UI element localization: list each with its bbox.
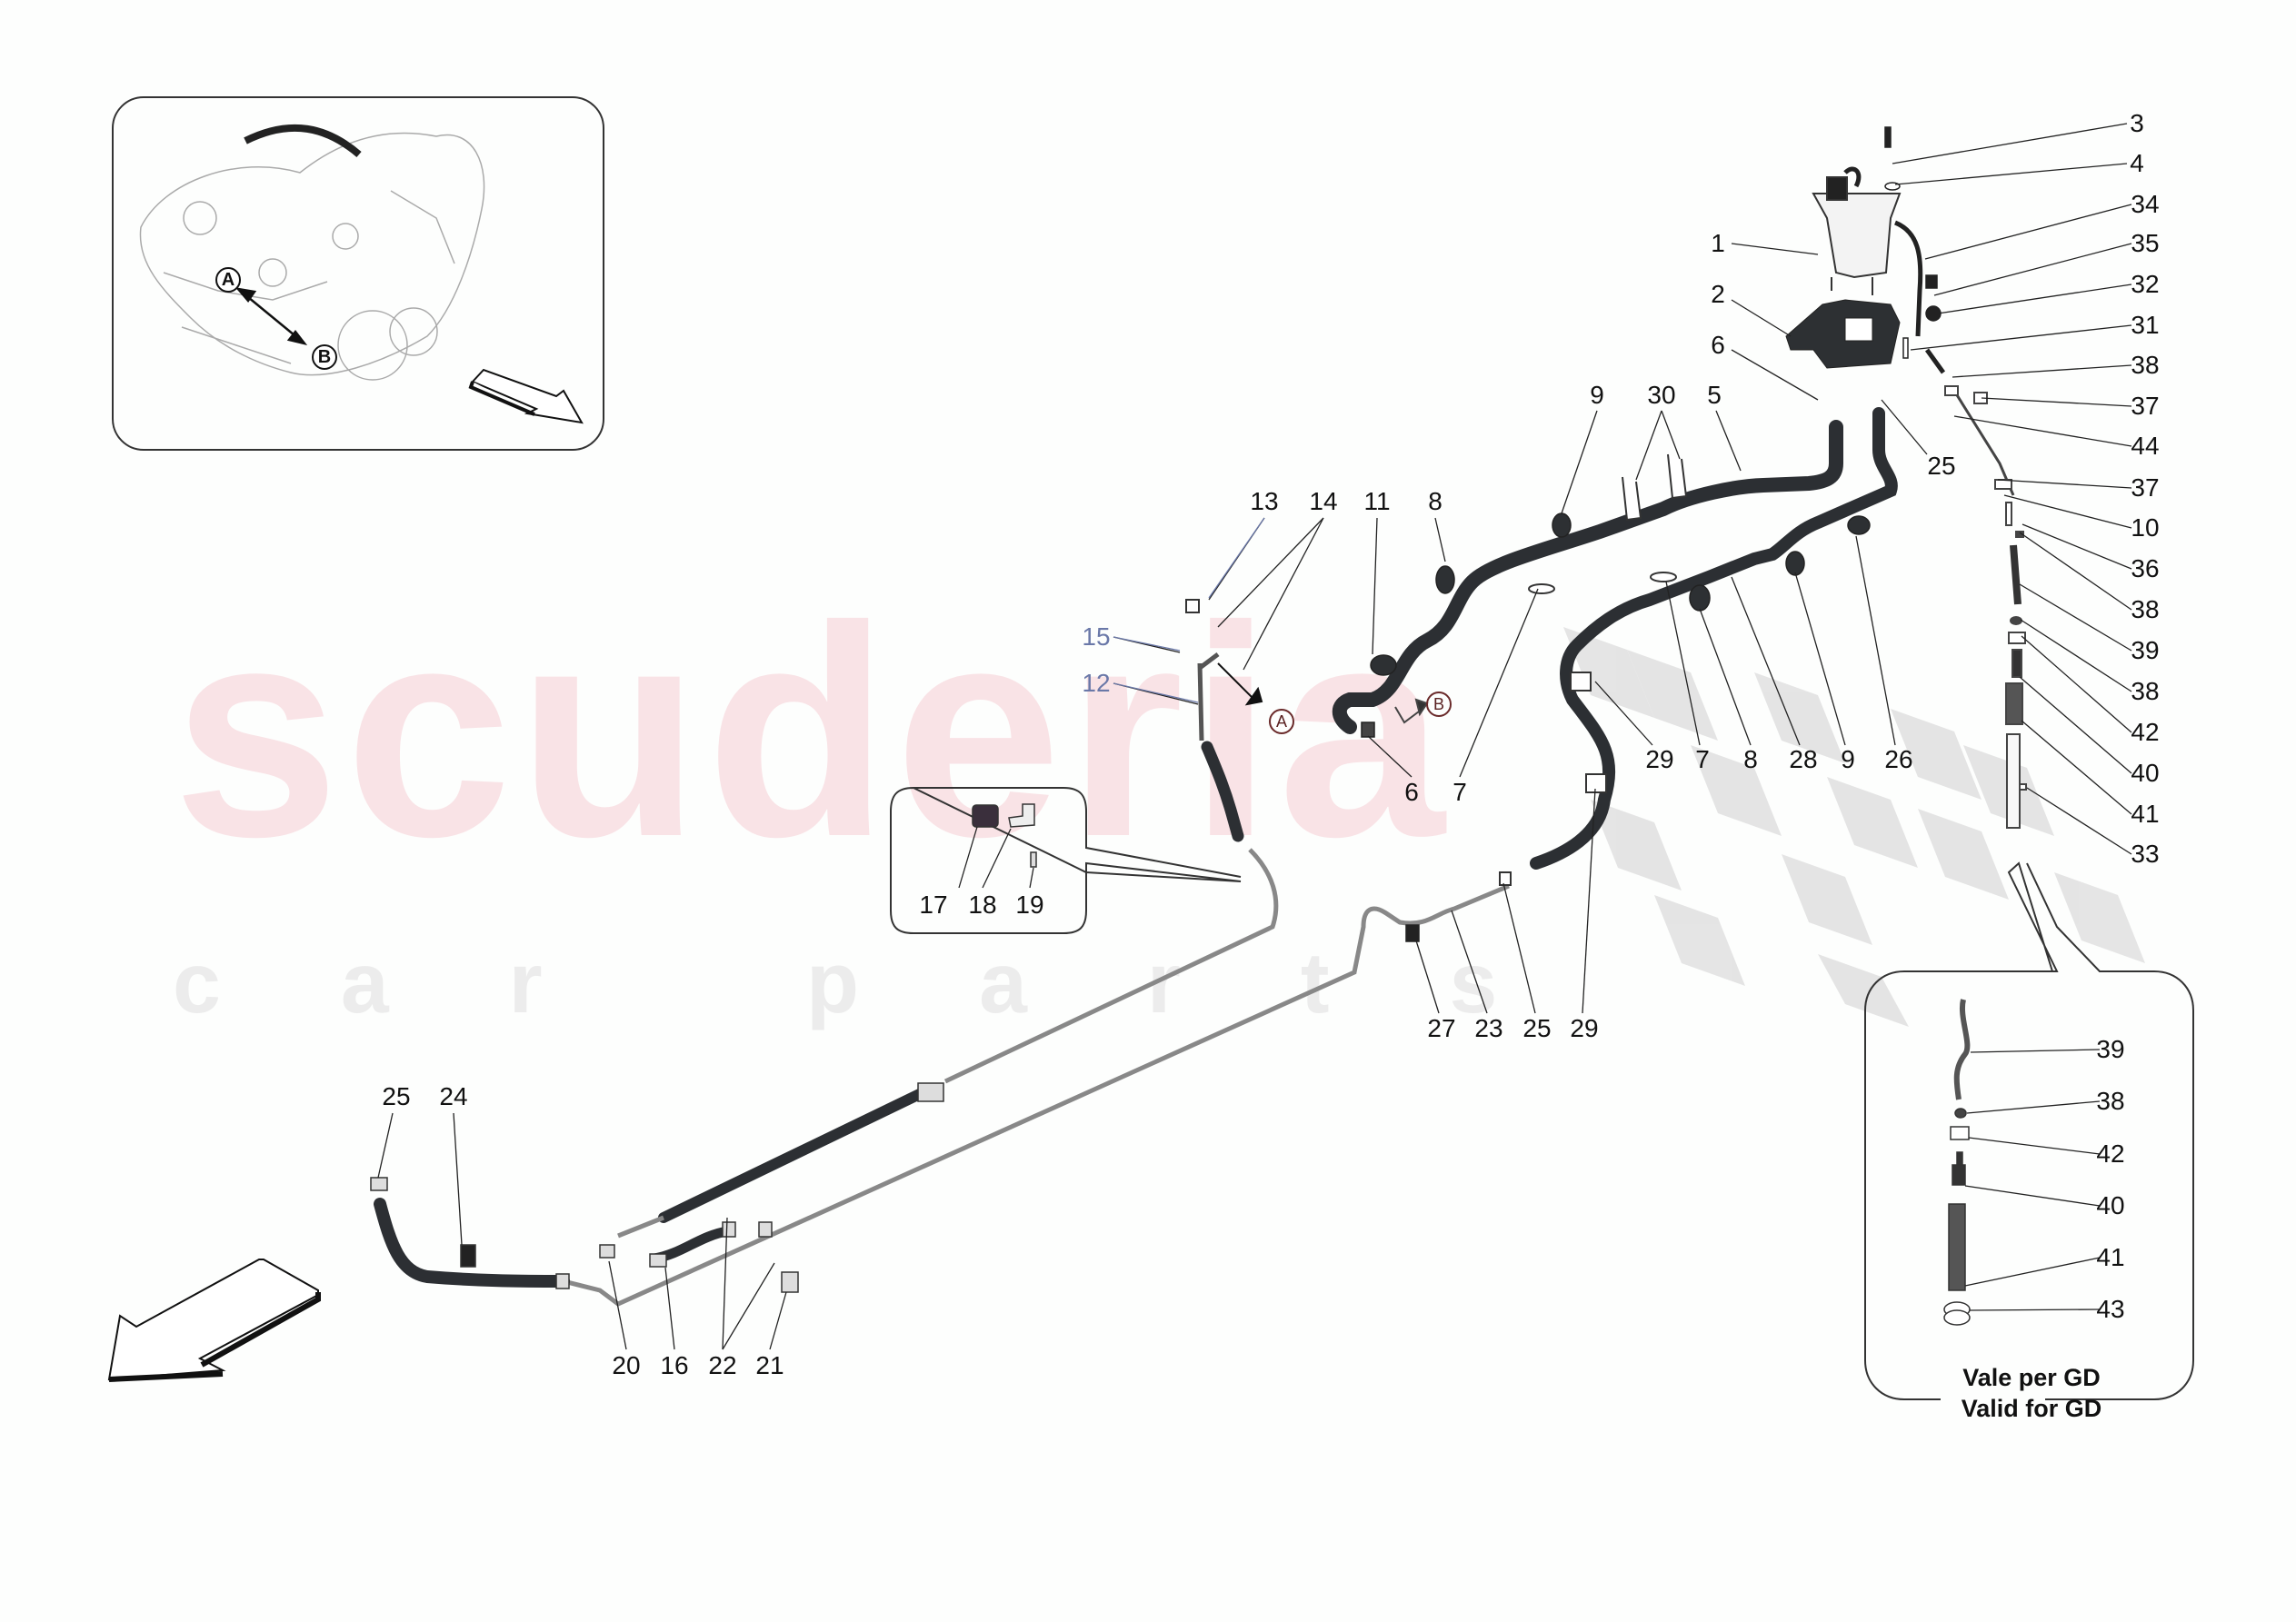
callout-38: 38 xyxy=(2096,1087,2125,1115)
reservoir-tank xyxy=(1812,166,1902,295)
arrow-to-b xyxy=(1394,698,1429,724)
callout-42: 42 xyxy=(2131,718,2160,746)
callout-3: 3 xyxy=(2130,109,2144,137)
callout-38: 38 xyxy=(2131,351,2160,379)
hose-28 xyxy=(1530,407,1898,870)
callout-40: 40 xyxy=(2131,759,2160,787)
callout-38: 38 xyxy=(2131,595,2160,623)
callout-24: 24 xyxy=(439,1082,468,1110)
callout-9: 9 xyxy=(1590,381,1604,409)
dipstick-tube xyxy=(1944,385,2027,829)
long-pipe-lower xyxy=(563,883,1510,1307)
callout-16: 16 xyxy=(660,1351,689,1379)
locator-arrow-a-b xyxy=(235,287,308,346)
callout-5: 5 xyxy=(1707,381,1722,409)
gd-note-italian: Vale per GD xyxy=(1962,1364,2101,1391)
callout-7: 7 xyxy=(1695,745,1710,773)
overflow-hose xyxy=(1893,220,1946,374)
callout-41: 41 xyxy=(2131,800,2160,828)
watermark-subtitle: car parts xyxy=(173,935,1618,1031)
callout-31: 31 xyxy=(2131,311,2160,339)
arrow-to-a xyxy=(1217,662,1263,706)
callout-26: 26 xyxy=(1884,745,1913,773)
hose-24 xyxy=(374,1198,570,1288)
callout-8: 8 xyxy=(1428,487,1442,515)
callout-38: 38 xyxy=(2131,677,2160,705)
callout-4: 4 xyxy=(2130,149,2144,177)
gd-note-english: Valid for GD xyxy=(1961,1394,2102,1422)
callout-40: 40 xyxy=(2096,1191,2125,1219)
locator-marker-a: A xyxy=(221,270,235,290)
engine-sketch xyxy=(139,124,485,381)
connection-marker-a: A xyxy=(1275,712,1288,731)
callout-39: 39 xyxy=(2131,636,2160,664)
callout-34: 34 xyxy=(2131,190,2160,218)
callout-36: 36 xyxy=(2131,554,2160,582)
direction-arrow-bottom-left xyxy=(107,1259,321,1382)
locator-marker-b: B xyxy=(317,347,332,367)
callout-15: 15 xyxy=(1082,622,1111,651)
callout-2: 2 xyxy=(1711,280,1725,308)
callout-41: 41 xyxy=(2096,1243,2125,1271)
clips xyxy=(1361,512,1871,942)
callout-37: 37 xyxy=(2131,392,2160,420)
callout-25: 25 xyxy=(382,1082,411,1110)
callout-29: 29 xyxy=(1570,1014,1599,1042)
callout-6: 6 xyxy=(1711,331,1725,359)
callout-28: 28 xyxy=(1789,745,1818,773)
leader-lines xyxy=(377,123,2132,1350)
callout-23: 23 xyxy=(1474,1014,1503,1042)
callout-43: 43 xyxy=(2096,1295,2125,1323)
callout-13: 13 xyxy=(1250,487,1279,515)
callout-37: 37 xyxy=(2131,473,2160,502)
leader-lines-blue xyxy=(1113,517,1265,703)
pipe-12 xyxy=(1197,652,1220,741)
callout-17: 17 xyxy=(919,891,948,919)
gd-inset-parts xyxy=(1943,999,1971,1326)
long-pipe-upper xyxy=(617,848,1279,1239)
callout-35: 35 xyxy=(2131,229,2160,257)
callout-8: 8 xyxy=(1743,745,1758,773)
callout-19: 19 xyxy=(1015,891,1044,919)
callout-25: 25 xyxy=(1927,452,1956,480)
detail-inset-parts xyxy=(972,803,1037,868)
connection-marker-b: B xyxy=(1433,695,1445,713)
callout-42: 42 xyxy=(2096,1139,2125,1168)
hose-12 xyxy=(1201,741,1244,842)
callout-29: 29 xyxy=(1645,745,1674,773)
callout-9: 9 xyxy=(1841,745,1855,773)
bottom-fittings xyxy=(370,1082,944,1293)
checkered-flag-watermark xyxy=(1563,627,2145,1027)
callout-32: 32 xyxy=(2131,270,2160,298)
callout-1: 1 xyxy=(1711,229,1725,257)
detail-inset-frame xyxy=(890,786,1242,934)
callout-21: 21 xyxy=(755,1351,784,1379)
return-hose xyxy=(658,1085,933,1223)
connection-circles xyxy=(1269,692,1452,734)
callout-6: 6 xyxy=(1404,778,1419,806)
callout-14: 14 xyxy=(1309,487,1338,515)
callout-30: 30 xyxy=(1647,381,1676,409)
locator-direction-arrow xyxy=(468,368,584,424)
callout-20: 20 xyxy=(612,1351,641,1379)
callout-12: 12 xyxy=(1082,669,1111,697)
bracket xyxy=(1785,299,1901,369)
callout-10: 10 xyxy=(2131,513,2160,542)
gd-inset-note: Vale per GD Valid for GD xyxy=(1936,1363,2127,1425)
locator-inset xyxy=(112,96,604,451)
callout-11: 11 xyxy=(1363,487,1391,515)
p-clips xyxy=(1185,453,1688,886)
gd-inset-frame xyxy=(1864,861,2194,1400)
callout-33: 33 xyxy=(2131,840,2160,868)
callout-27: 27 xyxy=(1427,1014,1456,1042)
callout-7: 7 xyxy=(1452,778,1467,806)
marker-circles xyxy=(215,267,337,370)
callout-39: 39 xyxy=(2096,1035,2125,1063)
hose-5 xyxy=(1332,420,1843,734)
callout-44: 44 xyxy=(2131,432,2160,460)
callout-22: 22 xyxy=(708,1351,737,1379)
callout-25: 25 xyxy=(1522,1014,1552,1042)
callout-18: 18 xyxy=(968,891,997,919)
